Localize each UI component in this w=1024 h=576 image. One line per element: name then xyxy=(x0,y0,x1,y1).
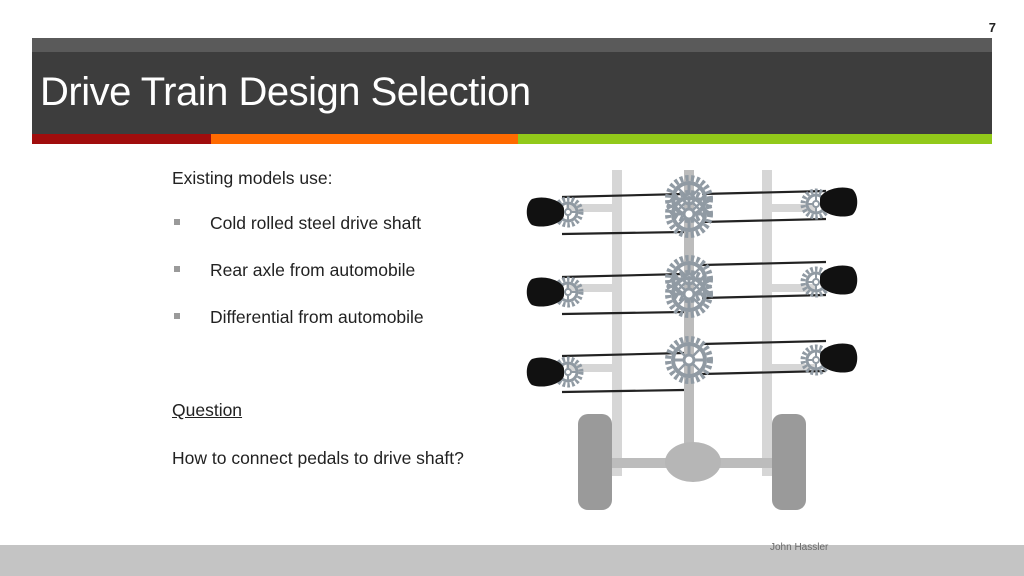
question-heading: Question xyxy=(172,400,243,420)
slide-title: Drive Train Design Selection xyxy=(40,70,531,114)
frame-rail-left xyxy=(612,170,622,476)
frame-rail-right xyxy=(762,170,772,476)
author-name: John Hassler xyxy=(770,542,829,553)
rear-wheel-left xyxy=(578,414,612,510)
bullet-item: Differential from automobile xyxy=(172,306,424,353)
bullet-text: Rear axle from automobile xyxy=(210,260,416,280)
pedal-icon xyxy=(820,265,858,295)
rear-wheel-right xyxy=(772,414,806,510)
bullet-item: Cold rolled steel drive shaft xyxy=(172,212,424,259)
cross-brace xyxy=(566,284,616,292)
bullet-text: Differential from automobile xyxy=(210,307,424,327)
cross-brace xyxy=(770,284,816,292)
cross-brace xyxy=(770,204,816,212)
bullet-item: Rear axle from automobile xyxy=(172,259,424,306)
accent-bar-orange xyxy=(211,134,518,144)
footer-bar xyxy=(0,545,1024,576)
drivetrain-diagram xyxy=(526,170,858,510)
cross-brace xyxy=(566,364,616,372)
cross-brace xyxy=(566,204,616,212)
square-bullet-icon xyxy=(174,219,180,225)
chains xyxy=(561,189,827,394)
cross-brace xyxy=(770,364,816,372)
pedal-icon xyxy=(820,343,858,373)
square-bullet-icon xyxy=(174,266,180,272)
question-text: How to connect pedals to drive shaft? xyxy=(172,448,464,468)
square-bullet-icon xyxy=(174,313,180,319)
accent-bar-green xyxy=(518,134,992,144)
differential xyxy=(665,442,721,482)
intro-text: Existing models use: xyxy=(172,168,333,188)
bullet-list: Cold rolled steel drive shaft Rear axle … xyxy=(172,212,424,353)
title-bar: Drive Train Design Selection xyxy=(32,38,992,134)
slide-number: 7 xyxy=(988,20,996,35)
accent-bar-red xyxy=(32,134,211,144)
bullet-text: Cold rolled steel drive shaft xyxy=(210,213,422,233)
title-bar-top-strip xyxy=(32,38,992,52)
